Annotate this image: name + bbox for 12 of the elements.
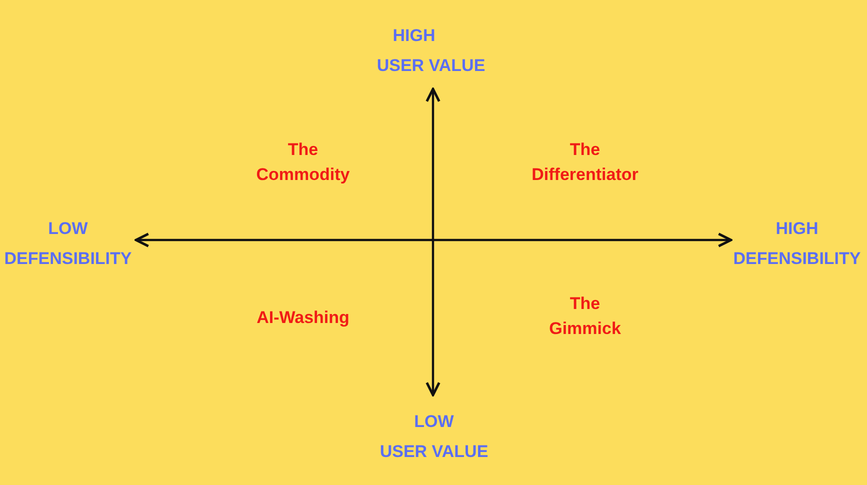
quadrant-label: The Gimmick xyxy=(549,293,621,340)
quadrant-label: The Differentiator xyxy=(532,139,638,186)
axis-label: DEFENSIBILITY xyxy=(733,248,861,270)
quadrant-label: AI-Washing xyxy=(256,307,350,329)
axis-label: HIGH xyxy=(776,218,818,240)
axis-label: USER VALUE xyxy=(380,441,488,463)
axis-label: USER VALUE xyxy=(376,55,486,77)
quadrant-label: The Commodity xyxy=(256,139,350,186)
axis-label: DEFENSIBILITY xyxy=(4,248,132,270)
axis-label: HIGH xyxy=(392,25,436,47)
axis-label: LOW xyxy=(48,218,88,240)
axis-label: LOW xyxy=(414,411,454,433)
